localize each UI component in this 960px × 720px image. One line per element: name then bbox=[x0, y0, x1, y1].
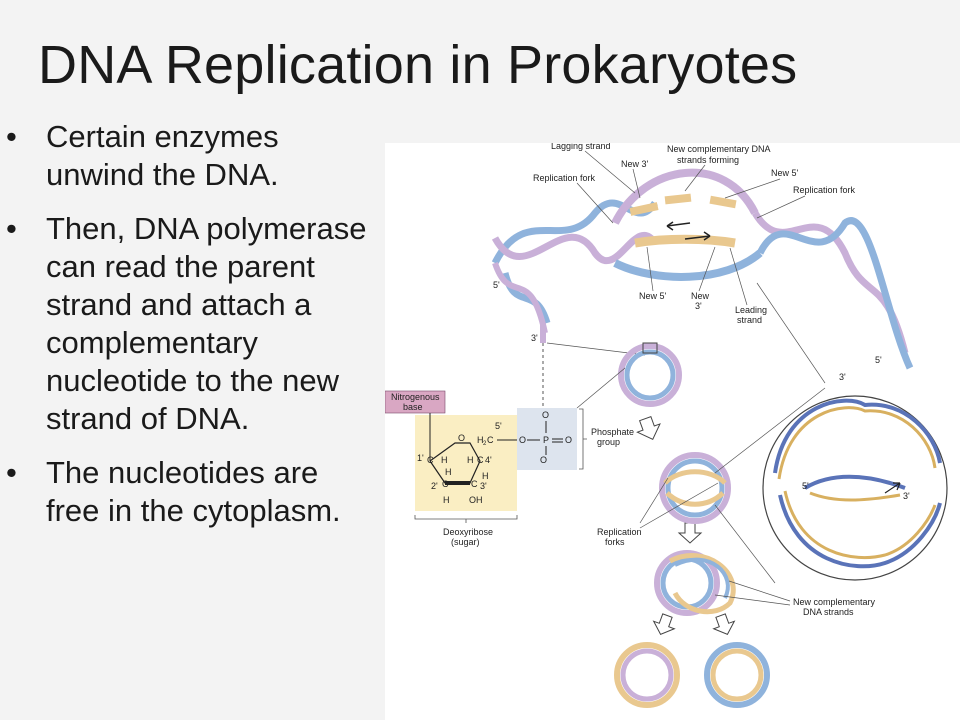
label-c3-c: C bbox=[471, 479, 478, 489]
label-phosphate-group: Phosphate bbox=[591, 427, 634, 437]
label-new-complementary-forming-2: strands forming bbox=[677, 155, 739, 165]
label-leading-strand: Leading bbox=[735, 305, 767, 315]
bullet-marker: • bbox=[6, 119, 17, 154]
label-new-5-bottom: New 5' bbox=[639, 291, 667, 301]
label-new-3-top: New 3' bbox=[621, 159, 649, 169]
label-deoxyribose-2: (sugar) bbox=[451, 537, 480, 547]
label-o-link: O bbox=[519, 435, 526, 445]
circular-chromosome-1 bbox=[618, 342, 682, 407]
label-replication-fork-left: Replication fork bbox=[533, 173, 596, 183]
bullet-text: Then, DNA polymerase can read the parent… bbox=[46, 211, 367, 436]
dna-replication-figure: Lagging strand New 3' New complementary … bbox=[385, 143, 960, 720]
label-5-right: 5' bbox=[875, 355, 882, 365]
label-c1: 1' bbox=[417, 453, 424, 463]
label-new-5-top: New 5' bbox=[771, 168, 799, 178]
label-replication-forks-2: forks bbox=[605, 537, 625, 547]
label-oh: OH bbox=[469, 495, 483, 505]
process-arrows bbox=[636, 415, 736, 636]
label-h2c-h: H bbox=[477, 435, 484, 445]
label-inset-5: 5' bbox=[802, 481, 809, 491]
bullet-list: • Certain enzymes unwind the DNA. • Then… bbox=[0, 118, 380, 546]
label-h1: H bbox=[441, 455, 448, 465]
label-deoxyribose: Deoxyribose bbox=[443, 527, 493, 537]
replication-inset: 5' 3' bbox=[762, 395, 948, 581]
replication-bubble-helix bbox=[491, 168, 914, 370]
bullet-item: • The nucleotides are free in the cytopl… bbox=[0, 454, 380, 530]
daughter-chromosome-left bbox=[614, 642, 680, 708]
label-p: P bbox=[543, 435, 549, 445]
label-h2b: H bbox=[443, 495, 450, 505]
label-leading-strand-2: strand bbox=[737, 315, 762, 325]
bullet-text: The nucleotides are free in the cytoplas… bbox=[46, 455, 341, 528]
label-c5: 5' bbox=[495, 421, 502, 431]
label-phosphate-group-2: group bbox=[597, 437, 620, 447]
label-o-minus: O bbox=[540, 455, 547, 465]
label-c3: 3' bbox=[480, 481, 487, 491]
bullet-marker: • bbox=[6, 211, 17, 246]
label-nitrogenous-base-2: base bbox=[403, 402, 423, 412]
label-o-right: O bbox=[565, 435, 572, 445]
leader-lines-top bbox=[546, 150, 826, 384]
bullet-item: • Certain enzymes unwind the DNA. bbox=[0, 118, 380, 194]
label-c2-c: C bbox=[442, 479, 449, 489]
label-replication-fork-right: Replication fork bbox=[793, 185, 856, 195]
label-c4: 4' bbox=[485, 455, 492, 465]
label-new-3-bottom: New bbox=[691, 291, 710, 301]
label-c2: 2' bbox=[431, 481, 438, 491]
label-h2c-sub: 2 bbox=[483, 441, 487, 447]
daughter-chromosome-right bbox=[704, 642, 770, 708]
label-c4-c: C bbox=[477, 455, 484, 465]
bullet-marker: • bbox=[6, 455, 17, 490]
slide-title: DNA Replication in Prokaryotes bbox=[38, 35, 798, 95]
ring-oxygen: O bbox=[458, 433, 465, 443]
label-5-left: 5' bbox=[493, 280, 500, 290]
label-c1-c: C bbox=[427, 455, 434, 465]
label-o-top: O bbox=[542, 410, 549, 420]
circular-chromosome-2 bbox=[659, 452, 731, 524]
label-new-complementary-strands: New complementary bbox=[793, 597, 876, 607]
bullet-text: Certain enzymes unwind the DNA. bbox=[46, 119, 279, 192]
label-nitrogenous-base: Nitrogenous bbox=[391, 392, 440, 402]
dna-replication-diagram: Lagging strand New 3' New complementary … bbox=[385, 143, 948, 708]
nucleotide-structure: Nitrogenous base O 1' C H C 4' H 2' C C … bbox=[385, 367, 634, 547]
label-3-stem: 3' bbox=[531, 333, 538, 343]
label-h4: H bbox=[467, 455, 474, 465]
label-new-complementary-strands-2: DNA strands bbox=[803, 607, 854, 617]
bullet-item: • Then, DNA polymerase can read the pare… bbox=[0, 210, 380, 438]
label-h2c-c: C bbox=[487, 435, 494, 445]
label-new-complementary-forming: New complementary DNA bbox=[667, 144, 771, 154]
label-replication-forks: Replication bbox=[597, 527, 642, 537]
label-h3: H bbox=[482, 471, 489, 481]
label-inset-3: 3' bbox=[903, 491, 910, 501]
label-3-right: 3' bbox=[839, 372, 846, 382]
label-h2: H bbox=[445, 467, 452, 477]
label-lagging-strand: Lagging strand bbox=[551, 143, 611, 151]
label-new-3-bottom-2: 3' bbox=[695, 301, 702, 311]
circular-chromosome-3 bbox=[654, 550, 736, 616]
